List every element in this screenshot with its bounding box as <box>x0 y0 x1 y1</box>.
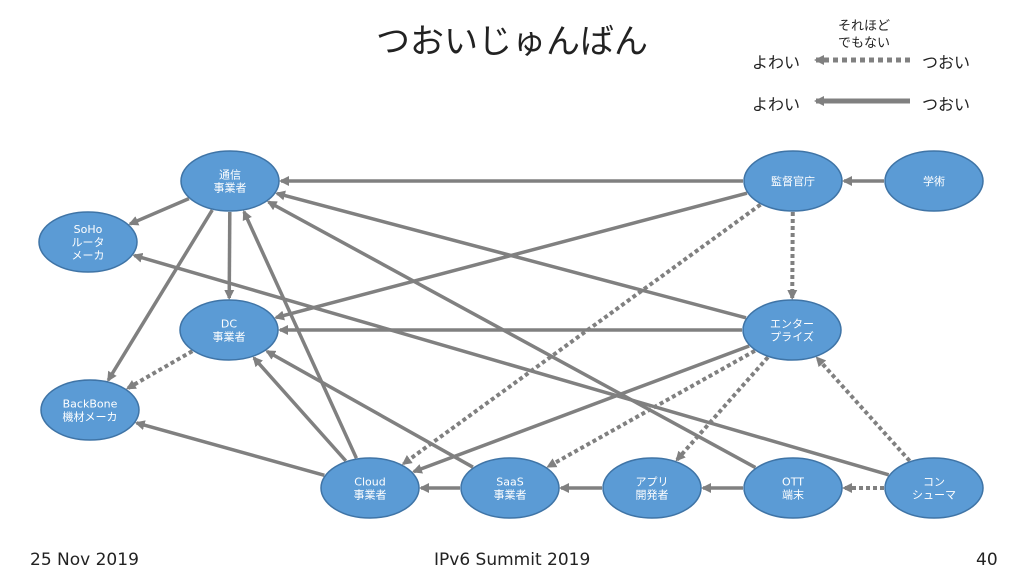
edge-enterprise-to-cloud <box>411 344 750 474</box>
edge-telecom-to-dc <box>224 211 235 301</box>
edge-cloud-to-telecom <box>242 209 358 459</box>
node-telecom-shape <box>180 150 280 212</box>
node-academia-shape <box>884 150 984 212</box>
node-soho-label-2: メーカ <box>72 249 105 262</box>
node-soho-label-1: ルータ <box>72 236 105 249</box>
node-saas-shape <box>460 457 560 519</box>
node-academia: 学術 <box>884 150 984 212</box>
legend-solid-weak: よわい <box>752 95 801 114</box>
edge-enterprise-to-saas <box>546 349 756 469</box>
nodes-layer: 通信事業者SoHoルータメーカDC事業者BackBone機材メーカ監督官庁学術エ… <box>38 150 984 519</box>
node-academia-label-0: 学術 <box>923 174 945 188</box>
edges-layer <box>106 176 912 493</box>
legend-arrows <box>814 55 910 106</box>
edge-cloud-to-dc <box>252 356 348 463</box>
node-appdev-shape <box>602 457 702 519</box>
legend-note-line2: でもない <box>838 36 891 51</box>
node-telecom-label-0: 通信 <box>219 169 241 182</box>
node-dc-shape <box>179 299 279 361</box>
node-backbone-label-1: 機材メーカ <box>63 410 118 424</box>
node-saas-label-1: 事業者 <box>494 489 527 502</box>
edge-telecom-to-backbone <box>106 209 214 382</box>
footer-page-number: 40 <box>976 550 998 570</box>
node-regulator-label-0: 監督官庁 <box>771 174 815 188</box>
node-regulator: 監督官庁 <box>743 150 843 212</box>
node-ott-label-1: 端末 <box>782 488 804 502</box>
edge-dc-to-backbone <box>125 349 194 391</box>
edge-telecom-to-soho <box>128 197 190 226</box>
edge-ott-to-telecom <box>266 200 757 470</box>
edge-consumer-to-soho <box>132 252 890 477</box>
node-ott-shape <box>743 457 843 519</box>
node-soho-shape <box>38 211 138 273</box>
edge-enterprise-to-appdev <box>675 355 770 462</box>
node-dc-label-1: 事業者 <box>213 331 246 344</box>
node-consumer-label-1: シューマ <box>912 489 956 502</box>
node-consumer-label-0: コン <box>923 476 945 489</box>
legend-note: それほど でもない <box>838 18 890 52</box>
node-cloud-shape <box>320 457 420 519</box>
legend-solid-strong: つおい <box>922 95 971 114</box>
node-appdev-label-0: アプリ <box>636 476 669 489</box>
edge-enterprise-to-telecom <box>275 190 747 320</box>
node-ott-label-0: OTT <box>782 476 804 489</box>
edge-consumer-to-enterprise <box>815 356 912 463</box>
node-appdev-label-1: 開発者 <box>636 488 669 502</box>
edge-saas-to-dc <box>265 349 474 469</box>
edge-cloud-to-backbone <box>134 420 325 477</box>
node-saas-label-0: SaaS <box>496 476 523 489</box>
node-cloud-label-1: 事業者 <box>354 489 387 502</box>
node-enterprise-shape <box>742 299 842 361</box>
legend-dotted-weak: よわい <box>752 53 801 72</box>
node-backbone-shape <box>40 379 140 441</box>
node-dc-label-0: DC <box>221 318 237 331</box>
node-enterprise-label-1: プライズ <box>770 330 814 344</box>
node-cloud-label-0: Cloud <box>354 476 385 489</box>
legend-note-line1: それほど <box>838 19 891 34</box>
node-enterprise-label-0: エンター <box>770 318 814 331</box>
legend-dotted-strong: つおい <box>922 53 971 72</box>
node-telecom-label-1: 事業者 <box>214 182 247 195</box>
footer-date: 25 Nov 2019 <box>30 550 139 570</box>
node-regulator-shape <box>743 150 843 212</box>
node-consumer-shape <box>884 457 984 519</box>
node-backbone-label-0: BackBone <box>63 398 118 411</box>
slide-title: つおいじゅんばん <box>376 22 648 62</box>
footer-event: IPv6 Summit 2019 <box>434 550 591 570</box>
edge-regulator-to-enterprise <box>787 211 798 301</box>
edge-regulator-to-cloud <box>401 202 762 466</box>
node-soho-label-0: SoHo <box>74 223 103 236</box>
